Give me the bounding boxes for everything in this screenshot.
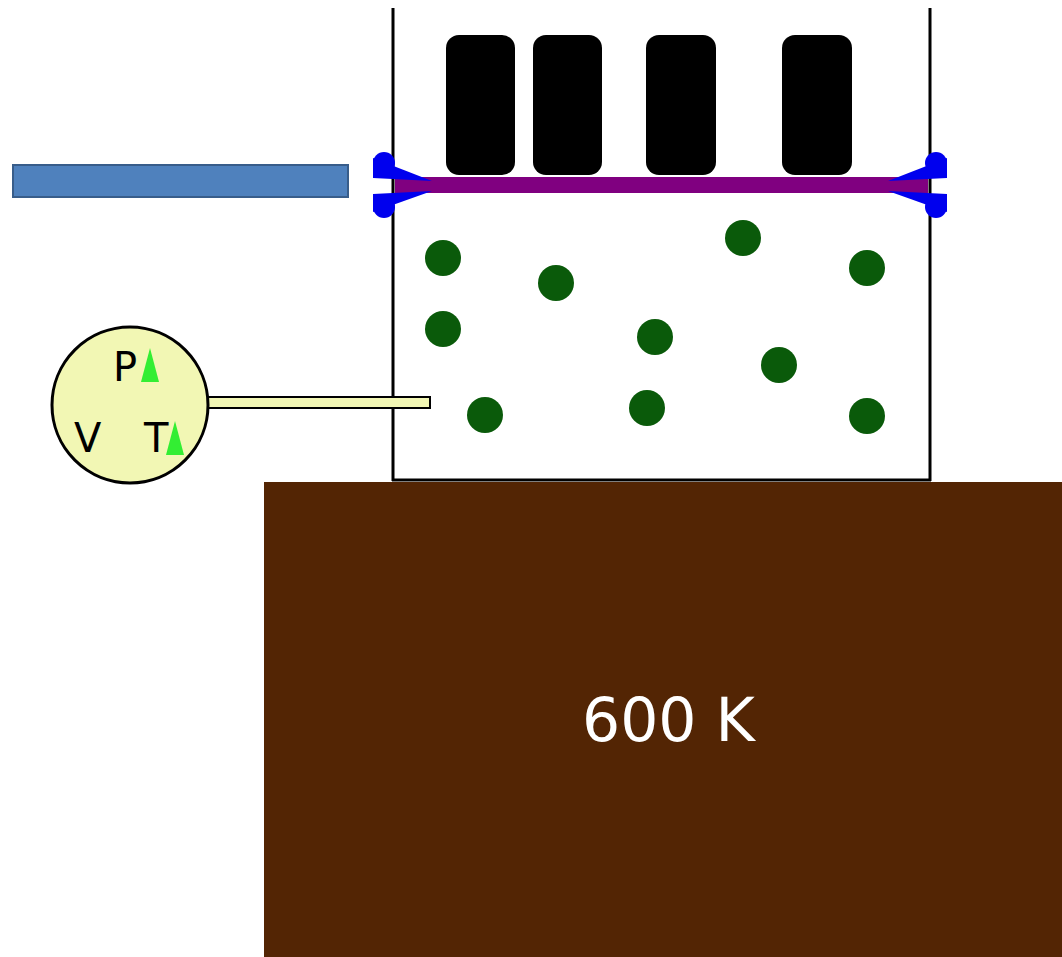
- temperature-label: 600 K: [582, 690, 755, 750]
- pvt-gauge: PV T: [50, 325, 210, 485]
- cylinder-wall: [929, 8, 932, 481]
- increase-arrow: [166, 421, 184, 455]
- clamps: [373, 152, 947, 218]
- weights: [446, 35, 852, 175]
- piston: [395, 177, 928, 193]
- heater-block: 600 K: [264, 482, 1062, 957]
- gauge-label: P: [113, 347, 137, 387]
- gauge-label: T: [144, 418, 168, 458]
- gas-molecules: [425, 220, 885, 434]
- increase-arrow: [141, 348, 159, 382]
- slab: [13, 165, 348, 197]
- gauge-label: V: [74, 418, 101, 458]
- gauge-stem: [195, 397, 430, 408]
- cylinder-wall: [392, 8, 395, 481]
